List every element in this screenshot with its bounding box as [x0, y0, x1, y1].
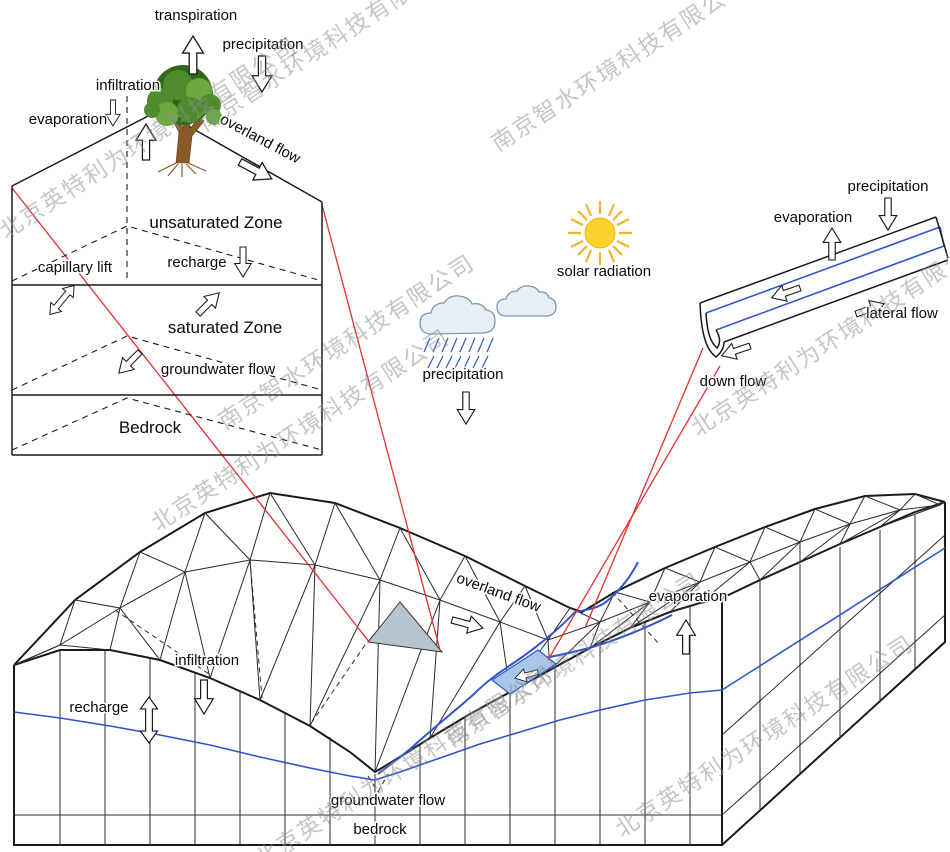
mesh-dashed-edges — [114, 559, 661, 793]
column-saturated-arrow-icon — [191, 286, 226, 321]
cloud-back-icon — [496, 285, 557, 317]
terrain-evaporation-label: evaporation — [649, 588, 727, 605]
highlight-hillslope-triangle — [367, 601, 444, 653]
watermark-text: 南京智水环境科技有限公司 — [487, 0, 753, 157]
column-precipitation-label: precipitation — [223, 36, 304, 53]
terrain-recharge-arrow-icon — [139, 696, 159, 744]
tree-icon — [144, 65, 222, 177]
column-evaporation-label: evaporation — [29, 111, 107, 128]
channel-down-flow-label: down flow — [700, 373, 767, 390]
channel-precipitation-label: precipitation — [848, 178, 929, 195]
river-branch-a — [574, 561, 639, 613]
column-unsaturated-zone-label: unsaturated Zone — [149, 213, 282, 232]
sun-rays-icon — [568, 201, 632, 265]
terrain-recharge-label: recharge — [69, 699, 128, 716]
terrain-groundwater-flow-label: groundwater flow — [331, 792, 445, 809]
water-table-line — [13, 547, 946, 781]
column-transpiration-label: transpiration — [155, 7, 238, 24]
channel-lateral-flow-label: lateral flow — [866, 305, 938, 322]
channel-far-end-section — [935, 216, 949, 259]
watershed-front-face — [13, 598, 723, 846]
terrain-overland-flow-label: overland flow — [454, 570, 543, 616]
channel-evaporation-arrow-icon — [822, 227, 842, 261]
column-capillary-lift-label: capillary lift — [38, 259, 113, 276]
terrain-bedrock-label: bedrock — [353, 821, 407, 838]
right-face-grid-slant — [721, 534, 946, 816]
right-face-outline — [721, 502, 946, 846]
channel-detail: precipitation evaporation lateral flow d… — [698, 177, 949, 392]
tin-mesh — [13, 491, 946, 793]
river-main — [377, 611, 576, 775]
terrain-overland-flow-arrow-icon — [449, 610, 486, 638]
sun-core-icon — [584, 217, 616, 249]
soil-column-dashed-lines — [11, 96, 323, 451]
column-infiltration-arrow-icon — [105, 99, 121, 127]
sun: solar radiation — [555, 201, 653, 282]
channel-near-end-section — [699, 302, 725, 358]
column-bedrock-label: Bedrock — [119, 418, 182, 437]
sky-precipitation-label: precipitation — [423, 366, 504, 383]
rain-streaks-icon — [423, 337, 494, 369]
right-face-grid-vertical — [759, 515, 916, 810]
sky-precipitation-arrow-icon — [456, 391, 476, 425]
terrain-infiltration-arrow-icon — [194, 679, 214, 715]
connector-channel-lower — [547, 365, 721, 661]
channel-precipitation-arrow-icon — [878, 197, 898, 231]
terrain-evaporation-arrow-icon — [676, 619, 696, 655]
column-infiltration-label: infiltration — [96, 77, 160, 94]
channel-rails — [699, 216, 949, 343]
rain-cloud: precipitation — [419, 285, 557, 425]
terrain-infiltration-label: infiltration — [175, 652, 239, 669]
channel-evaporation-label: evaporation — [774, 209, 852, 226]
front-face-outline — [13, 598, 723, 846]
cloud-front-icon — [419, 295, 496, 335]
column-overland-flow-arrow-icon — [234, 152, 278, 189]
column-groundwater-flow-label: groundwater flow — [161, 361, 275, 378]
solar-radiation-label: solar radiation — [557, 263, 651, 280]
connector-soil-column-right — [321, 204, 441, 651]
watershed-block: overland flow evaporation infiltration r… — [13, 491, 946, 846]
front-face-grid — [59, 607, 691, 845]
mesh-zigzag-lower — [13, 501, 946, 773]
watermark-text: 北京英特利为环境科技有限公司 — [687, 230, 950, 442]
tree-roots — [157, 162, 207, 177]
column-recharge-arrow-icon — [234, 246, 252, 278]
column-saturated-zone-label: saturated Zone — [168, 318, 282, 337]
watershed-right-face — [721, 502, 946, 846]
connector-channel-upper — [584, 347, 704, 629]
column-capillary-lift-arrow-icon — [43, 280, 81, 320]
column-recharge-label: recharge — [167, 254, 226, 271]
